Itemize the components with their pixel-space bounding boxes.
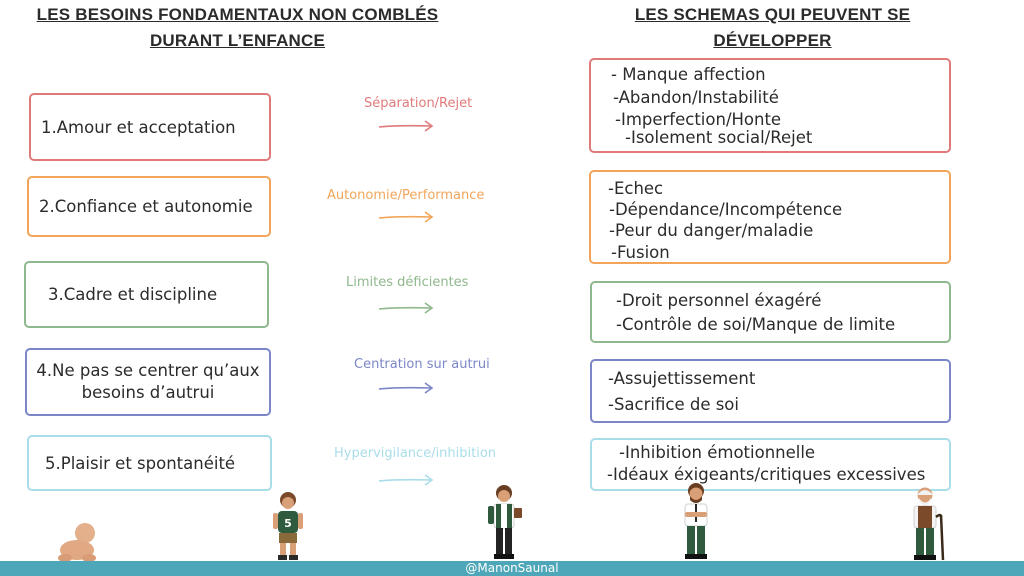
elder-figure-icon [913, 487, 945, 561]
arrow-icon [378, 211, 434, 223]
footer-bar: @ManonSaunal [0, 561, 1024, 576]
schema-item: -Fusion [611, 243, 670, 262]
schema-item: -Echec [608, 179, 664, 198]
domain-label-5: Hypervigilance/inhibition [334, 446, 497, 461]
schema-box-4: -Assujettissement -Sacrifice de soi [590, 359, 951, 423]
schema-item: -Isolement social/Rejet [625, 128, 813, 147]
need-box-5: 5.Plaisir et spontanéité [27, 435, 272, 491]
need-box-3: 3.Cadre et discipline [24, 261, 269, 328]
schema-box-2: -Echec -Dépendance/Incompétence -Peur du… [589, 170, 951, 264]
footer-credit: @ManonSaunal [465, 561, 559, 575]
adult-figure-icon [684, 483, 708, 559]
schema-box-1: - Manque affection -Abandon/Instabilité … [589, 58, 951, 153]
left-heading-line2: DURANT L’ENFANCE [149, 31, 326, 50]
domain-label-4: Centration sur autrui [354, 357, 490, 372]
need-label-4-line2: besoins d’autrui [81, 383, 215, 402]
need-label-1: 1.Amour et acceptation [41, 117, 236, 137]
need-label-3: 3.Cadre et discipline [48, 285, 218, 304]
schema-item: -Abandon/Instabilité [613, 88, 779, 107]
schema-item: -Assujettissement [608, 369, 756, 388]
schema-box-3: -Droit personnel éxagéré -Contrôle de so… [590, 281, 951, 343]
domain-label-1: Séparation/Rejet [364, 96, 473, 111]
schema-item: -Droit personnel éxagéré [616, 291, 822, 310]
schema-item: -Imperfection/Honte [615, 110, 782, 129]
need-box-1: 1.Amour et acceptation [29, 93, 271, 161]
right-heading: LES SCHEMAS QUI PEUVENT SE DÉVELOPPER [595, 2, 950, 54]
schema-box-5: -Inhibition émotionnelle -Idéaux éxigean… [590, 438, 951, 491]
arrow-icon [378, 382, 434, 394]
schema-item: -Dépendance/Incompétence [609, 200, 843, 219]
need-box-2: 2.Confiance et autonomie [27, 176, 271, 237]
arrow-icon [378, 474, 434, 486]
baby-figure-icon [58, 523, 96, 562]
schema-item: -Peur du danger/maladie [609, 221, 814, 240]
schema-item: -Inhibition émotionnelle [619, 443, 816, 462]
arrow-icon [378, 120, 434, 132]
right-heading-line1: LES SCHEMAS QUI PEUVENT SE [634, 5, 911, 24]
domain-label-2: Autonomie/Performance [327, 188, 485, 203]
child-figure-icon: 5 [273, 492, 303, 560]
arrow-icon [378, 302, 434, 314]
schema-item: -Sacrifice de soi [608, 395, 739, 414]
schema-item: - Manque affection [611, 65, 766, 84]
left-heading: LES BESOINS FONDAMENTAUX NON COMBLÉS DUR… [10, 2, 465, 54]
need-box-4: 4.Ne pas se centrer qu’aux besoins d’aut… [25, 348, 271, 416]
need-label-4-line1: 4.Ne pas se centrer qu’aux [36, 361, 260, 380]
teen-figure-icon [488, 485, 522, 559]
left-heading-line1: LES BESOINS FONDAMENTAUX NON COMBLÉS [36, 5, 439, 24]
need-label-2: 2.Confiance et autonomie [39, 197, 253, 216]
svg-text:5: 5 [284, 517, 292, 530]
domain-label-3: Limites déficientes [346, 275, 469, 290]
schema-item: -Contrôle de soi/Manque de limite [616, 315, 896, 334]
right-heading-line2: DÉVELOPPER [713, 31, 832, 50]
schema-item: -Idéaux éxigeants/critiques excessives [607, 465, 926, 484]
need-label-5: 5.Plaisir et spontanéité [45, 453, 236, 473]
